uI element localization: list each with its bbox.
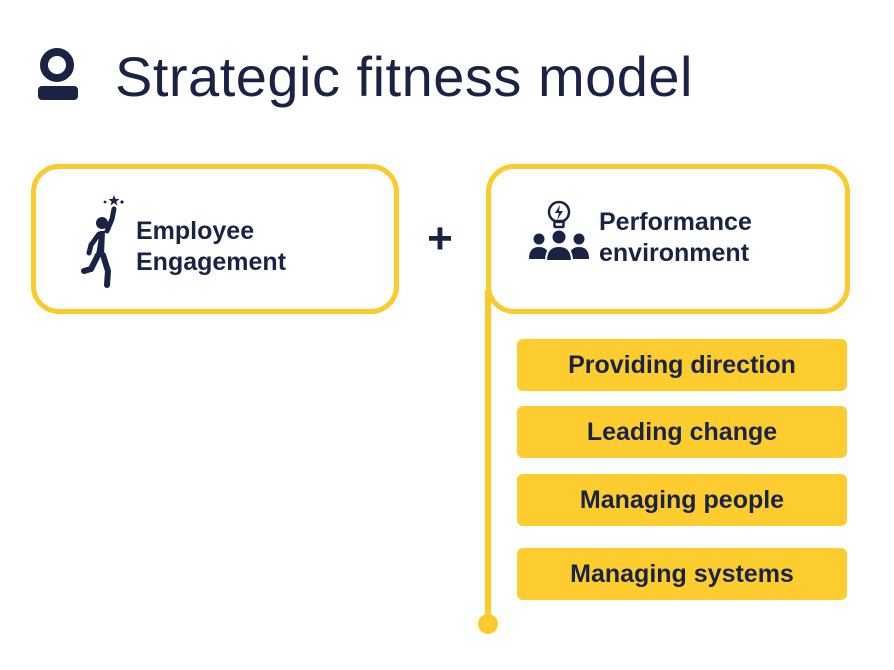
cheering-person-icon	[81, 195, 124, 288]
component-managing-people: Managing people	[517, 474, 847, 526]
page-title: Strategic fitness model	[115, 45, 693, 108]
component-leading-change: Leading change	[517, 406, 847, 458]
employee-engagement-label: Employee Engagement	[136, 217, 287, 276]
connector-end-dot	[478, 614, 498, 634]
performance-environment-card: Performance environment	[486, 164, 850, 314]
performance-environment-label: Performance environment	[599, 208, 752, 267]
plus-operator: +	[427, 214, 453, 263]
user-icon	[38, 48, 78, 100]
connector-line	[485, 290, 491, 624]
component-managing-systems: Managing systems	[517, 548, 847, 600]
employee-engagement-card: Employee Engagement	[31, 164, 399, 314]
component-providing-direction: Providing direction	[517, 339, 847, 391]
team-idea-icon	[529, 200, 589, 262]
